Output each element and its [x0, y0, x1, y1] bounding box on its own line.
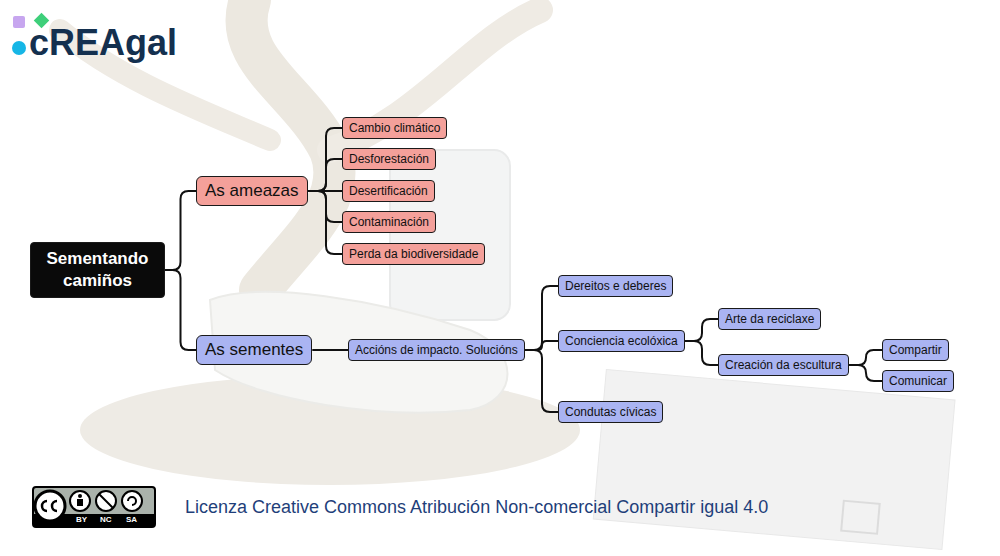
- connector-line: [165, 270, 196, 350]
- cc-badge: [33, 487, 155, 527]
- node-text: Conciencia ecolóxica: [565, 334, 678, 348]
- connector-line: [165, 191, 196, 270]
- card-sheet: [593, 370, 955, 550]
- connector-line: [308, 159, 342, 191]
- threat-box: Perda da biodiversidade: [342, 243, 485, 265]
- node-text: As sementes: [205, 340, 303, 360]
- licence-text: Licenza Creative Commons Atribución Non-…: [185, 497, 768, 518]
- branch-connector: [165, 270, 196, 350]
- seed-branch: As sementes: [196, 335, 312, 365]
- branch-connector: [308, 191, 342, 254]
- branch: [330, 10, 540, 150]
- node-text: Comunicar: [889, 374, 947, 388]
- branch-connector: [308, 159, 342, 191]
- cc-icon: [35, 491, 65, 521]
- cc-glyph: [42, 501, 57, 511]
- branch-connector: [165, 191, 196, 270]
- threat-box: Desforestación: [342, 148, 436, 170]
- node-text: Arte da reciclaxe: [725, 312, 814, 326]
- branch-connector: [685, 319, 718, 341]
- branch-connector: [525, 350, 558, 412]
- logo-square: [13, 16, 25, 28]
- sa-glyph: [128, 497, 136, 505]
- node-text: Accións de impacto. Solucións: [355, 343, 518, 357]
- connector-line: [308, 191, 342, 254]
- nc-icon: [96, 491, 116, 511]
- connector-line: [849, 350, 882, 365]
- branch-connector: [308, 128, 342, 191]
- node-text: Sementando camiños: [39, 248, 156, 292]
- connector-line: [312, 349, 348, 351]
- qr-code: [841, 501, 879, 534]
- by-glyph: [77, 499, 83, 506]
- threat-box: Contaminación: [342, 211, 436, 233]
- nc-glyph: [99, 494, 113, 508]
- node-text: Compartir: [889, 343, 942, 357]
- branch-connector: [312, 350, 348, 351]
- root-node: Sementando camiños: [30, 242, 165, 298]
- cc-caption: SA: [126, 515, 137, 524]
- node-text: Desforestación: [349, 152, 429, 166]
- connector-line: [849, 365, 882, 381]
- by-icon: [70, 491, 90, 511]
- action-box: Accións de impacto. Solucións: [348, 339, 525, 361]
- connector-line: [525, 286, 558, 350]
- connector-line: [308, 128, 342, 191]
- node-text: Contaminación: [349, 215, 429, 229]
- branch-connector: [525, 341, 558, 350]
- action-box: Compartir: [882, 339, 949, 361]
- cc-caption: BY: [76, 515, 87, 524]
- node-text: Creación da escultura: [725, 358, 842, 372]
- threat-branch: As ameazas: [196, 176, 308, 206]
- action-box: Arte da reciclaxe: [718, 308, 821, 330]
- node-text: Perda da biodiversidade: [349, 247, 478, 261]
- node-text: Condutas cívicas: [565, 405, 656, 419]
- logo-circle: [12, 41, 26, 55]
- action-box: Creación da escultura: [718, 354, 849, 376]
- node-text: As ameazas: [205, 181, 299, 201]
- threat-box: Desertificación: [342, 180, 435, 202]
- action-box: Condutas cívicas: [558, 401, 663, 423]
- node-text: Cambio climático: [349, 121, 440, 135]
- action-box: Comunicar: [882, 370, 954, 392]
- connector-line: [685, 319, 718, 341]
- cc-frame: [33, 487, 155, 527]
- logo-text: cREAgal: [29, 22, 177, 64]
- cc-caption: NC: [100, 515, 112, 524]
- node-text: Dereitos e deberes: [565, 279, 666, 293]
- branch-connector: [849, 365, 882, 381]
- sa-icon: [122, 491, 142, 511]
- by-glyph: [78, 494, 82, 498]
- bottle: [390, 150, 510, 320]
- connector-line: [685, 341, 718, 365]
- branch-connector: [849, 350, 882, 365]
- branch-connector: [685, 341, 718, 365]
- connector-line: [525, 350, 558, 412]
- connector-line: [525, 341, 558, 350]
- branch-connector: [525, 286, 558, 350]
- threat-box: Cambio climático: [342, 117, 447, 139]
- node-text: Desertificación: [349, 184, 428, 198]
- action-box: Dereitos e deberes: [558, 275, 673, 297]
- action-box: Conciencia ecolóxica: [558, 330, 685, 352]
- card: [593, 370, 955, 550]
